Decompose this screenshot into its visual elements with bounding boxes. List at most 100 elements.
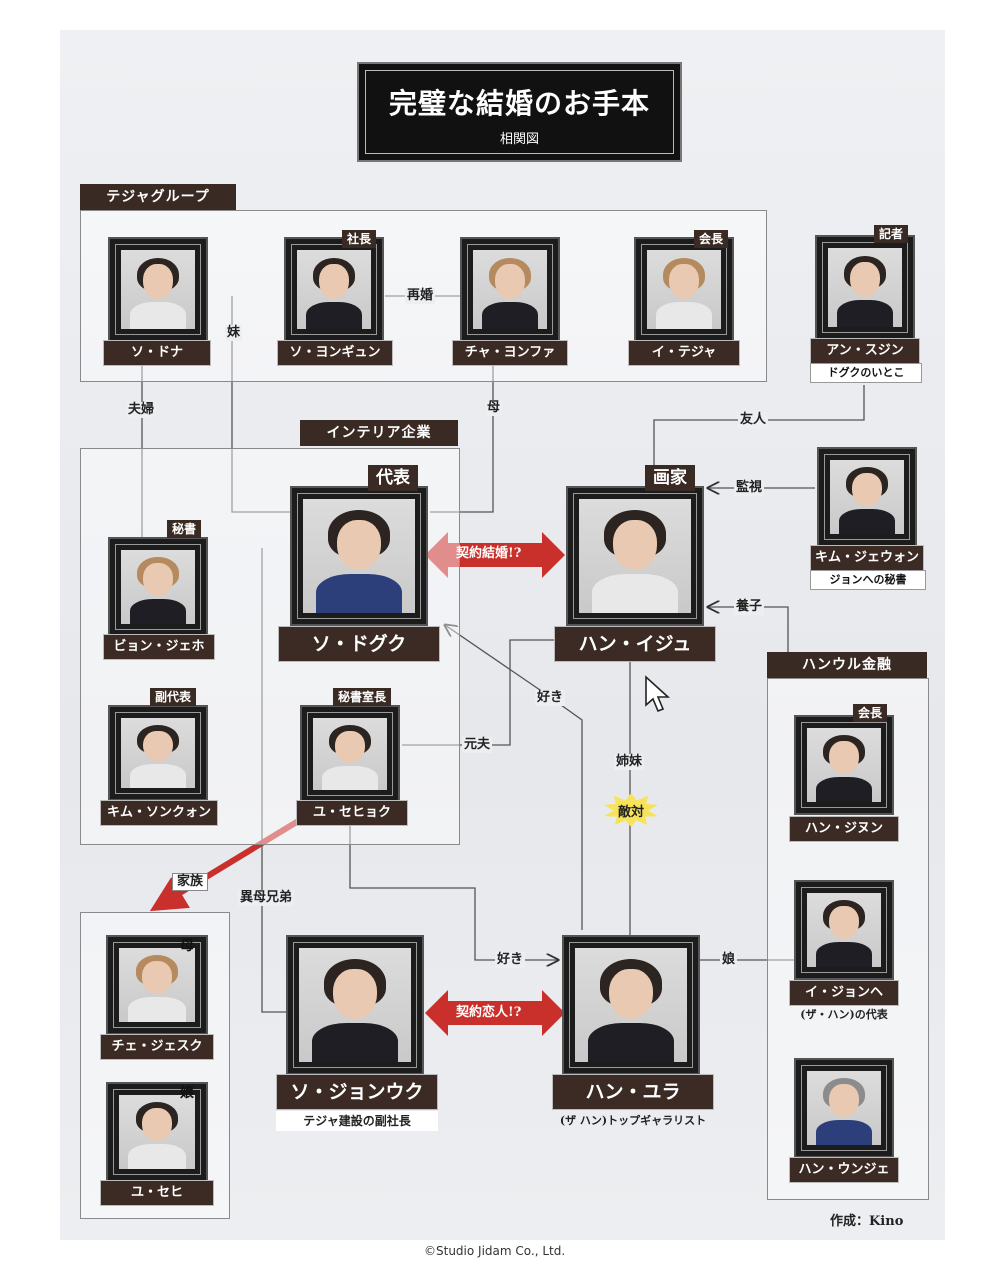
page-title: 完璧な結婚のお手本 — [388, 87, 650, 120]
portrait-kim-jewon — [817, 447, 917, 547]
name-an-sujin: アン・スジン — [810, 338, 920, 364]
photo — [473, 250, 547, 329]
photo — [830, 460, 904, 534]
line-exhusband — [402, 639, 555, 746]
photo — [828, 248, 902, 327]
rel-likes2: 好き — [495, 952, 526, 968]
photo — [121, 718, 195, 788]
rel-ex-husband: 元夫 — [462, 737, 493, 753]
credit: 作成：Kino — [830, 1214, 904, 1229]
note-an-sujin: ドグクのいとこ — [810, 363, 922, 383]
rel-half-brothers: 異母兄弟 — [238, 890, 295, 906]
photo — [121, 550, 195, 624]
portrait-i-teja — [634, 237, 734, 342]
rel-daughter: 娘 — [720, 952, 738, 968]
photo — [303, 499, 415, 613]
role-che-jesuku: 母 — [180, 938, 194, 954]
rel-couple: 夫婦 — [126, 402, 157, 418]
role-so-yongyun: 社長 — [342, 230, 377, 248]
arrow-family — [149, 817, 302, 912]
rel-family: 家族 — [172, 873, 209, 891]
portrait-i-jonhe — [794, 880, 894, 980]
rel-watch: 監視 — [734, 480, 765, 496]
note-han-yura: (ザ ハン)トップギャラリスト — [559, 1114, 707, 1127]
portrait-so-doguk — [290, 486, 428, 626]
portrait-byon-jeho — [108, 537, 208, 637]
portrait-han-yura — [562, 935, 700, 1075]
note-i-jonhe: (ザ・ハン)の代表 — [800, 1008, 888, 1021]
role-kim-sonkwon: 副代表 — [150, 688, 197, 706]
group-label-hanul: ハンウル金融 — [767, 652, 927, 678]
name-han-unje: ハン・ウンジェ — [789, 1157, 899, 1183]
name-i-teja: イ・テジャ — [628, 340, 740, 366]
arrow-contract-marriage — [425, 532, 565, 578]
portrait-yu-sehi — [106, 1082, 208, 1182]
portrait-han-jinun — [794, 715, 894, 815]
role-an-sujin: 記者 — [874, 225, 909, 243]
note-kim-jewon: ジョンへの秘書 — [810, 570, 926, 590]
role-yu-sehi: 娘 — [180, 1085, 194, 1101]
photo — [575, 948, 687, 1062]
copyright: ©Studio Jidam Co., Ltd. — [424, 1244, 566, 1258]
mouse-cursor-icon — [645, 675, 671, 713]
photo — [807, 893, 881, 967]
photo — [807, 1071, 881, 1145]
rel-likes1: 好き — [535, 690, 566, 706]
role-i-teja: 会長 — [694, 230, 729, 248]
name-cha-yonfa: チャ・ヨンファ — [452, 340, 568, 366]
name-kim-sonkwon: キム・ソンクォン — [100, 800, 218, 826]
role-yu-sehyok: 秘書室長 — [333, 688, 392, 706]
role-han-jinun: 会長 — [853, 704, 888, 722]
rel-mother: 母 — [485, 400, 503, 416]
name-i-jonhe: イ・ジョンヘ — [789, 980, 899, 1006]
name-kim-jewon: キム・ジェウォン — [810, 545, 924, 571]
portrait-han-unje — [794, 1058, 894, 1158]
rel-sisters: 姉妹 — [614, 754, 645, 770]
photo — [119, 948, 195, 1022]
group-label-teja: テジャグループ — [80, 184, 236, 210]
line-likes1 — [445, 625, 583, 930]
portrait-cha-yonfa — [460, 237, 560, 342]
portrait-an-sujin — [815, 235, 915, 340]
role-so-doguk: 代表 — [368, 465, 418, 491]
title-plate: 完璧な結婚のお手本 相関図 — [357, 62, 682, 162]
name-so-dona: ソ・ドナ — [103, 340, 211, 366]
line-half-brothers — [261, 548, 290, 1013]
line-sister — [231, 296, 290, 513]
note-so-jonuku: テジャ建設の副社長 — [276, 1111, 438, 1131]
name-che-jesuku: チェ・ジェスク — [100, 1034, 214, 1060]
rel-friend: 友人 — [738, 412, 769, 428]
rel-remarried: 再婚 — [405, 288, 436, 304]
photo — [647, 250, 721, 329]
name-han-iju: ハン・イジュ — [554, 626, 716, 662]
portrait-so-jonuku — [286, 935, 424, 1075]
photo — [297, 250, 371, 329]
portrait-che-jesuku — [106, 935, 208, 1035]
group-label-interior: インテリア企業 — [300, 420, 458, 446]
name-yu-sehi: ユ・セヒ — [100, 1180, 214, 1206]
rel-rivals: 敵対 — [617, 805, 644, 820]
rel-contract-marriage: 契約結婚!? — [456, 546, 522, 561]
name-byon-jeho: ビョン・ジェホ — [103, 634, 215, 660]
photo — [579, 499, 691, 613]
rel-adopted: 養子 — [734, 599, 765, 615]
name-han-yura: ハン・ユラ — [552, 1074, 714, 1110]
name-han-jinun: ハン・ジヌン — [789, 816, 899, 842]
name-so-doguk: ソ・ドグク — [278, 626, 440, 662]
role-byon-jeho: 秘書 — [167, 520, 202, 538]
photo — [313, 718, 387, 790]
photo — [299, 948, 411, 1062]
page-subtitle: 相関図 — [499, 132, 539, 147]
name-yu-sehyok: ユ・セヒョク — [296, 800, 408, 826]
name-so-jonuku: ソ・ジョンウク — [276, 1074, 438, 1110]
portrait-so-yongyun — [284, 237, 384, 342]
photo — [121, 250, 195, 329]
name-so-yongyun: ソ・ヨンギュン — [277, 340, 393, 366]
rel-contract-lovers: 契約恋人!? — [456, 1005, 522, 1020]
photo — [119, 1095, 195, 1169]
portrait-so-dona — [108, 237, 208, 342]
portrait-han-iju — [566, 486, 704, 626]
portrait-kim-sonkwon — [108, 705, 208, 801]
photo — [807, 728, 881, 802]
role-han-iju: 画家 — [645, 465, 695, 491]
